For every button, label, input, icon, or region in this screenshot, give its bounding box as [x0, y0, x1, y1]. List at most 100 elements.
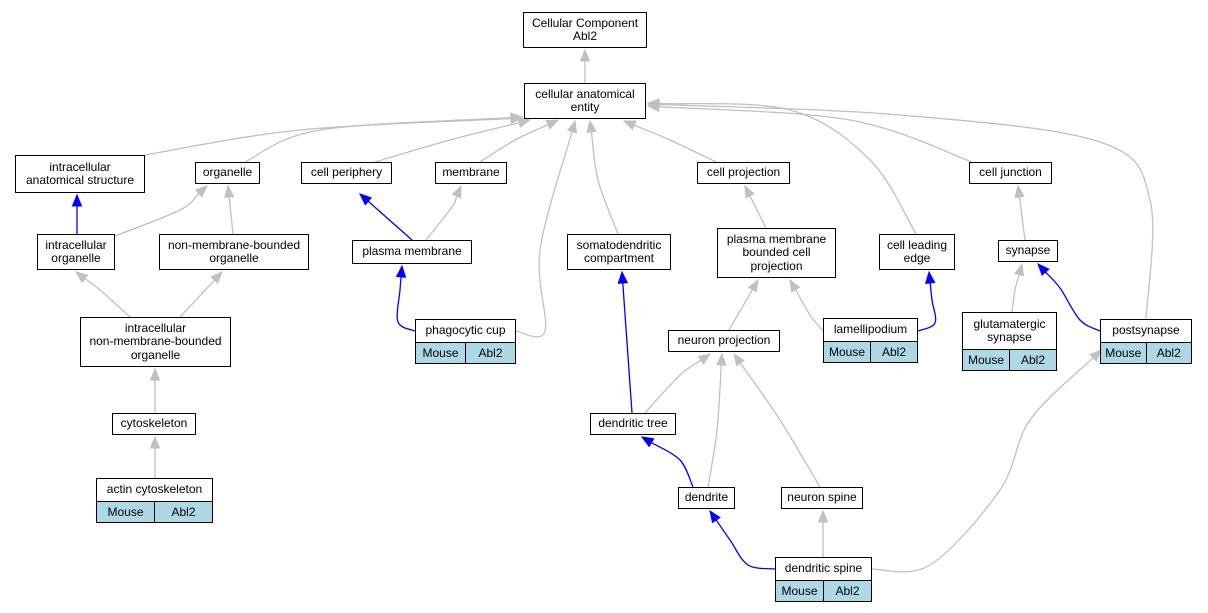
node-label: glutamatergic synapse — [973, 316, 1046, 344]
node-label: intracellular organelle — [45, 237, 107, 265]
node-dendritic-tree[interactable]: dendritic tree — [590, 413, 676, 435]
node-membrane[interactable]: membrane — [435, 162, 507, 184]
edge-part-of — [367, 200, 413, 241]
edge-is-a — [658, 106, 973, 163]
arrowhead-is-a — [716, 352, 727, 366]
gene-cell: Abl2 — [1145, 343, 1192, 363]
species-cell: Mouse — [828, 345, 866, 359]
edge-is-a — [707, 364, 722, 488]
node-intracellular-organelle[interactable]: intracellular organelle — [37, 234, 115, 270]
node-label: organelle — [202, 165, 253, 180]
edge-is-a — [179, 279, 216, 318]
arrowhead-is-a — [622, 120, 637, 131]
arrowhead-is-a — [545, 119, 560, 130]
node-non-membrane-bounded-organelle[interactable]: non-membrane-bounded organelle — [159, 234, 309, 270]
node-label: intracellular anatomical structure — [25, 159, 135, 187]
edge-part-of — [396, 276, 416, 332]
node-cell-projection[interactable]: cell projection — [697, 162, 790, 184]
node-neuron-projection[interactable]: neuron projection — [668, 330, 780, 352]
arrowhead-is-a — [1013, 262, 1025, 277]
edge-is-a — [794, 289, 824, 332]
edge-is-a — [515, 131, 573, 338]
edge-is-a — [633, 124, 717, 163]
arrowhead-part-of — [1037, 263, 1050, 276]
arrowhead-is-a — [1089, 349, 1102, 362]
node-neuron-spine[interactable]: neuron spine — [781, 487, 863, 509]
node-label: intracellular non-membrane-bounded organ… — [89, 320, 222, 362]
arrowhead-is-a — [510, 112, 524, 123]
edge-is-a — [114, 192, 200, 237]
edge-is-a — [244, 117, 512, 163]
node-plasma-membrane[interactable]: plasma membrane — [352, 240, 472, 264]
arrowhead-is-a — [224, 184, 235, 198]
arrowhead-is-a — [744, 184, 755, 199]
node-cell-periphery[interactable]: cell periphery — [301, 162, 392, 184]
arrowhead-is-a — [149, 435, 161, 449]
arrowhead-is-a — [817, 509, 829, 523]
arrowhead-is-a — [733, 352, 745, 367]
arrowhead-part-of — [709, 509, 721, 524]
node-label: dendrite — [684, 490, 729, 505]
node-dendrite[interactable]: dendrite — [678, 487, 735, 509]
node-cell-leading-edge[interactable]: cell leading edge — [879, 234, 955, 270]
edge-is-a — [228, 196, 234, 235]
node-cytoskeleton[interactable]: cytoskeleton — [112, 413, 196, 435]
edge-is-a — [658, 103, 1154, 320]
node-organelle[interactable]: organelle — [195, 162, 260, 184]
node-label: plasma membrane bounded cell projection — [726, 231, 827, 273]
edge-part-of — [622, 282, 633, 414]
node-cell-junction[interactable]: cell junction — [969, 162, 1052, 184]
gene-cell: Abl2 — [823, 581, 871, 601]
node-label: Cellular Component Abl2 — [531, 15, 639, 43]
arrowhead-is-a — [646, 99, 660, 110]
node-label: cellular anatomical entity — [535, 86, 635, 114]
arrowhead-part-of — [640, 436, 655, 448]
arrowhead-is-a — [194, 185, 208, 198]
edge-is-a — [871, 357, 1094, 573]
node-plasma-membrane-bounded-cell-projection[interactable]: plasma membrane bounded cell projection — [717, 228, 836, 278]
node-somatodendritic-compartment[interactable]: somatodendritic compartment — [567, 234, 671, 270]
node-cellular-component[interactable]: Cellular Component Abl2 — [523, 12, 647, 48]
arrowhead-is-a — [789, 278, 801, 293]
gene-cell: Abl2 — [1009, 350, 1056, 370]
gene-cell: Abl2 — [465, 343, 515, 363]
edge-is-a — [749, 195, 767, 229]
edge-is-a — [1018, 196, 1026, 241]
gene-cell: Abl2 — [154, 502, 212, 522]
arrowhead-is-a — [451, 184, 462, 199]
edge-is-a — [739, 362, 821, 488]
species-cell: Mouse — [1105, 346, 1142, 360]
node-label: dendritic tree — [598, 416, 668, 431]
edge-is-a — [425, 195, 458, 241]
node-label: non-membrane-bounded organelle — [167, 237, 301, 265]
node-label: cell junction — [979, 165, 1042, 180]
edge-part-of — [715, 519, 776, 570]
arrowhead-is-a — [1014, 184, 1025, 199]
species-cell: Mouse — [781, 584, 818, 598]
node-intracellular-nmb-organelle[interactable]: intracellular non-membrane-bounded organ… — [80, 317, 231, 367]
node-label: somatodendritic compartment — [576, 237, 662, 265]
node-intracellular-anatomical-structure[interactable]: intracellular anatomical structure — [15, 155, 145, 193]
arrowhead-is-a — [517, 117, 532, 128]
arrowhead-part-of — [617, 270, 629, 284]
edge-is-a — [658, 102, 917, 235]
arrowhead-is-a — [697, 353, 712, 365]
node-cellular-anatomical-entity[interactable]: cellular anatomical entity — [524, 83, 646, 119]
node-synapse[interactable]: synapse — [998, 240, 1058, 262]
species-cell: Mouse — [107, 505, 144, 519]
edge-is-a — [728, 289, 754, 331]
arrowhead-is-a — [566, 119, 578, 134]
edge-part-of — [651, 442, 694, 488]
node-label: neuron spine — [787, 490, 857, 505]
node-label: cytoskeleton — [120, 416, 188, 431]
annotation-row: Mouse Abl2 — [776, 580, 871, 601]
